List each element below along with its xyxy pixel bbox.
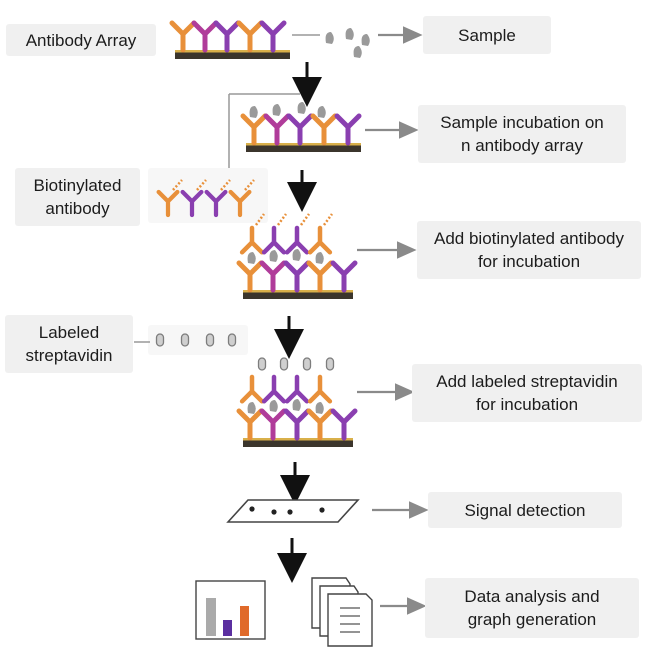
antigen-icon bbox=[247, 252, 256, 264]
antibody-icon bbox=[261, 225, 287, 255]
antibody-icon bbox=[284, 374, 310, 404]
add-biotinylated-label: Add biotinylated antibody for incubation bbox=[417, 221, 641, 279]
slide-icon bbox=[243, 292, 353, 299]
streptavidin-panel bbox=[148, 325, 248, 355]
slide-icon bbox=[246, 145, 361, 152]
antibody-icon bbox=[286, 113, 314, 146]
streptavidin-bead-icon bbox=[205, 333, 215, 347]
antibody-icon bbox=[307, 374, 333, 404]
antigen-icon bbox=[269, 250, 278, 262]
signal-spot bbox=[287, 509, 293, 515]
antibody-icon bbox=[283, 408, 311, 441]
antigen-icon bbox=[353, 46, 362, 58]
antigen-icon bbox=[315, 252, 324, 264]
antigen-icon bbox=[325, 32, 334, 44]
antibody-icon bbox=[191, 20, 219, 53]
antibody-array-label: Antibody Array bbox=[6, 24, 156, 56]
antibody-icon bbox=[240, 113, 268, 146]
streptavidin-bead-icon bbox=[302, 357, 312, 371]
antibody-icon bbox=[239, 374, 265, 404]
antibody-icon bbox=[261, 374, 287, 404]
streptavidin-bead-icon bbox=[155, 333, 165, 347]
antibody-icon bbox=[259, 20, 287, 53]
labeled-streptavidin-label: Labeled streptavidin bbox=[5, 315, 133, 373]
antigen-icon bbox=[249, 106, 258, 118]
antibody-icon bbox=[259, 260, 287, 293]
sample-incubation-label: Sample incubation on n antibody array bbox=[418, 105, 626, 163]
antigen-icon bbox=[292, 249, 301, 261]
antigen-icon bbox=[292, 399, 301, 411]
antibody-icon bbox=[236, 20, 264, 53]
antibody-icon bbox=[306, 408, 334, 441]
streptavidin-bead-icon bbox=[325, 357, 335, 371]
antibody-icon bbox=[180, 189, 204, 218]
antibody-icon bbox=[213, 20, 241, 53]
slide-icon bbox=[243, 440, 353, 447]
biotinylated-antibody-label: Biotinylated antibody bbox=[15, 168, 140, 226]
signal-spot bbox=[271, 509, 277, 515]
slide-icon bbox=[175, 52, 290, 59]
antigen-icon bbox=[297, 102, 306, 114]
streptavidin-bead-icon bbox=[279, 357, 289, 371]
antibody-icon bbox=[263, 113, 291, 146]
antibody-icon bbox=[156, 189, 180, 218]
antibody-icon bbox=[334, 113, 362, 146]
antigen-icon bbox=[269, 400, 278, 412]
signal-spot bbox=[249, 506, 255, 512]
antibody-icon bbox=[239, 225, 265, 255]
antibody-icon bbox=[283, 260, 311, 293]
antibody-icon bbox=[307, 225, 333, 255]
antibody-icon bbox=[236, 260, 264, 293]
antigen-icon bbox=[317, 106, 326, 118]
streptavidin-bead-icon bbox=[180, 333, 190, 347]
antigen-icon bbox=[345, 28, 354, 40]
antibody-icon bbox=[236, 408, 264, 441]
add-streptavidin-label: Add labeled streptavidin for incubation bbox=[412, 364, 642, 422]
antibody-icon bbox=[330, 408, 358, 441]
antigen-icon bbox=[247, 402, 256, 414]
antigen-icon bbox=[361, 34, 370, 46]
signal-spot bbox=[319, 507, 325, 513]
antibody-icon bbox=[330, 260, 358, 293]
data-analysis-label: Data analysis and graph generation bbox=[425, 578, 639, 638]
antibody-icon bbox=[284, 225, 310, 255]
antibody-icon bbox=[310, 113, 338, 146]
antibody-icon bbox=[169, 20, 197, 53]
antigen-icon bbox=[315, 402, 324, 414]
antigen-icon bbox=[272, 104, 281, 116]
antibody-icon bbox=[228, 189, 252, 218]
antibody-icon bbox=[306, 260, 334, 293]
signal-detection-label: Signal detection bbox=[428, 492, 622, 528]
streptavidin-bead-icon bbox=[257, 357, 267, 371]
antibody-icon bbox=[204, 189, 228, 218]
streptavidin-bead-icon bbox=[227, 333, 237, 347]
detection-slide-icon bbox=[226, 499, 360, 523]
sample-label: Sample bbox=[423, 16, 551, 54]
antibody-icon bbox=[259, 408, 287, 441]
